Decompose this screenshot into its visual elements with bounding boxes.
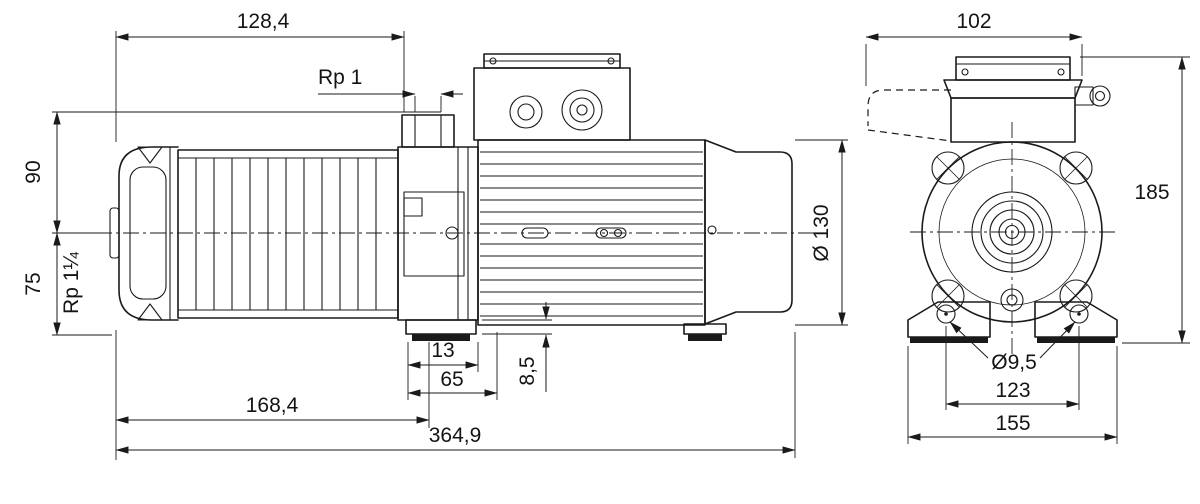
cable-gland-icon [1089,85,1111,107]
shaft-center-icon [1004,224,1020,240]
side-view-dimensions: 128,4 Rp 1 90 75 Rp 1¼ Ø 130 13 65 [22,10,848,460]
dim-overall-width-label: 128,4 [237,10,290,33]
terminal-box [473,53,631,141]
cable-gland-body [1074,86,1094,106]
dim-overall-height-label: 185 [1134,181,1169,204]
dim-motor-diameter-label: Ø 130 [810,204,833,261]
foot-hole-icon [936,304,956,324]
bolt-boss-icon [1059,279,1093,313]
lid-screw-icon [961,68,969,76]
dim-foot-hole-spacing-label: 123 [995,379,1030,402]
alternate-position-outline [867,129,952,142]
dim-height-below-axis-label: 75 [22,272,45,295]
suction-port-stub [109,207,120,259]
dim-foot-hole-diameter-label: Ø9,5 [991,351,1037,374]
lid-screw-icon [1057,68,1065,76]
cable-gland-icon [509,95,543,129]
bolt-boss-icon [931,151,965,185]
motor-end-bell [704,139,793,325]
front-feet [907,301,1118,343]
front-view [867,56,1118,356]
nameplate-slot [521,227,549,239]
front-terminal-box [867,56,1111,143]
bolt-boss-icon [1059,151,1093,185]
dim-overall-length-label: 364,9 [429,424,482,447]
dim-height-above-axis-label: 90 [22,160,45,183]
dim-pump-length-label: 168,4 [246,394,299,417]
lid-screw-icon [607,57,615,65]
drain-plug-icon [1000,288,1024,312]
dim-foot-width-label: 155 [995,412,1030,435]
discharge-port [401,114,455,148]
front-view-dimensions: 102 185 Ø9,5 123 155 [865,10,1190,444]
dim-foot-plate-thickness-label: 8,5 [516,356,539,385]
foot-hole-icon [1069,304,1089,324]
dim-discharge-port-label: Rp 1 [318,66,362,89]
alternate-position-outline [867,89,951,126]
suction-cap [109,146,179,321]
lid-screw-icon [489,57,497,65]
motor-housing [477,139,706,326]
pump-head [397,114,479,321]
dim-foot-offset-label: 13 [431,339,454,362]
cable-gland-icon [561,89,603,131]
side-view [96,53,820,341]
dim-foot-length-label: 65 [440,368,463,391]
mounting-feet-side [405,319,727,341]
stage-casing [177,149,399,319]
bolt-boss-icon [931,279,965,313]
dim-suction-port-label: Rp 1¼ [60,252,83,314]
dim-terminal-box-width-label: 102 [956,10,991,33]
